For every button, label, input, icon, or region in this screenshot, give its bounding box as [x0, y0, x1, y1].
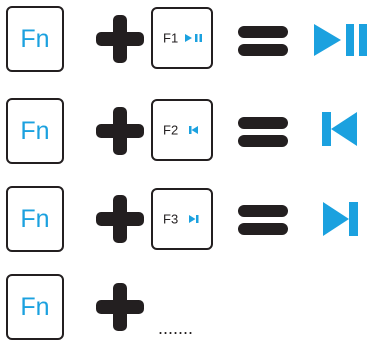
next-track-icon [323, 202, 358, 236]
equals-icon [238, 23, 288, 59]
fn-key-label: Fn [20, 24, 50, 53]
f1-key: F1 [151, 7, 213, 69]
fn-key: Fn [6, 186, 64, 252]
next-track-icon [189, 215, 199, 223]
previous-track-icon [322, 112, 357, 146]
previous-track-icon [189, 126, 198, 134]
plus-icon [96, 107, 144, 155]
equals-icon [238, 202, 288, 238]
f2-key-label: F2 [163, 122, 179, 138]
plus-icon [96, 283, 144, 331]
fn-key-label: Fn [20, 292, 50, 321]
fn-key: Fn [6, 274, 64, 340]
play-pause-icon [185, 34, 202, 42]
plus-icon [96, 195, 144, 243]
equals-icon [238, 114, 288, 150]
f3-key-label: F3 [163, 211, 179, 227]
f1-key-label: F1 [163, 30, 179, 46]
f2-key: F2 [151, 99, 213, 161]
plus-icon [96, 15, 144, 63]
play-pause-icon [314, 24, 367, 56]
f3-key: F3 [151, 188, 213, 250]
fn-key-label: Fn [20, 204, 50, 233]
ellipsis: ....... [158, 318, 194, 338]
fn-key: Fn [6, 6, 64, 72]
fn-key-label: Fn [20, 116, 50, 145]
fn-key: Fn [6, 98, 64, 164]
